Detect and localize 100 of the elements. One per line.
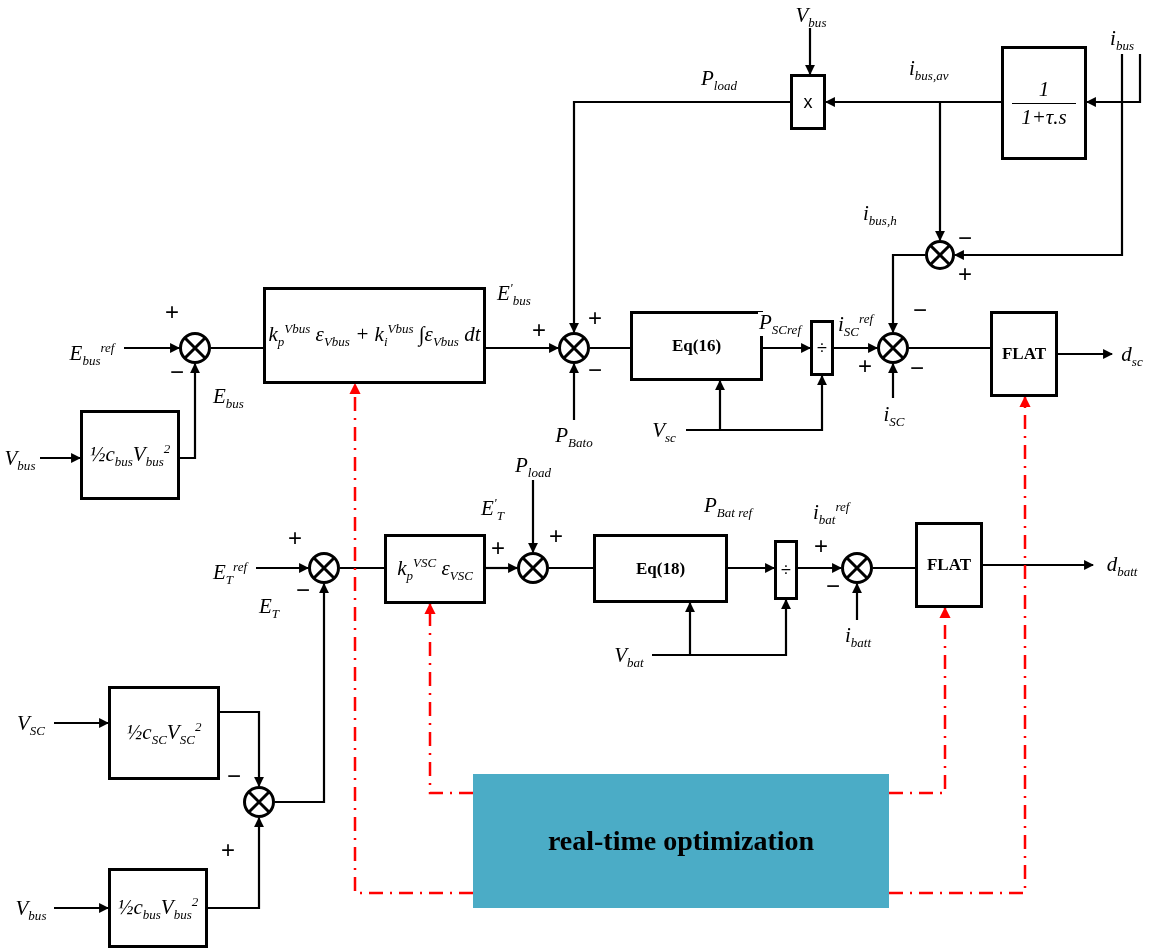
arrow [954,54,1124,260]
connector-line [340,566,384,570]
block-formula: ÷ [817,337,827,359]
transfer-block [384,534,486,604]
arrow [652,599,791,657]
arrow [1086,54,1142,107]
arrow [180,363,200,460]
arrow [728,563,775,573]
signal-name: V$_{sc}$ [642,415,686,445]
sign-label: − [296,578,310,602]
signal-name: i$_{SC}$ [874,398,914,430]
fraction-numerator: 1 [1038,78,1050,100]
signal-label: P$_{SCref}$ [758,312,802,337]
signal-name: V$_{bat}$ [606,640,652,670]
transfer-block [990,311,1058,397]
block-formula: Eq(18) [635,558,686,579]
arrow [54,718,109,728]
connector-line [590,346,630,350]
signal-label: E$_{bus}$ [212,386,245,411]
transfer-block [108,686,220,780]
arrow [888,363,898,398]
sign-label: − [588,358,602,382]
transfer-block [790,74,826,130]
sign-label: + [491,536,505,560]
arrow [349,382,473,895]
arrow [888,253,925,333]
transfer-block [263,287,486,384]
arrow [569,363,579,420]
signal-name: i$_{batt}$ [836,620,880,650]
arrow [486,563,518,573]
arrow [852,583,862,620]
arrow [935,100,1001,241]
arrow [424,602,473,795]
arrow [798,563,842,573]
sign-label: − [913,298,927,322]
sign-label: − [170,360,184,384]
summing-junction [517,552,549,584]
connector-line [549,566,593,570]
signal-name: d$_{batt}$ [1093,548,1151,580]
arrow [124,343,180,353]
signal-name: V$_{bus}$ [0,443,40,473]
block-formula: x [803,91,813,113]
arrow [889,395,1031,895]
transfer-block [80,410,180,500]
signal-name: d$_{sc}$ [1112,338,1152,370]
arrow [983,560,1094,570]
sign-label: + [549,524,563,548]
optimization-block [473,774,889,908]
signal-name: V$_{bus}$ [8,893,54,923]
fraction-denominator: 1+τ.s [1021,106,1067,128]
sign-label: + [532,318,546,342]
signal-name: P$_{Bato}$ [548,420,600,450]
summing-junction [243,786,275,818]
block-formula: k$_{p}$$^{Vbus}$ ε$_{Vbus}$ + k$_{i}$$^{Vbus}$ ∫ε$_{Vbus}$ dt [268,322,481,349]
signal-name: V$_{SC}$ [8,708,54,738]
block-formula: k$_{p}$$^{VSC}$ ε$_{VSC}$ [397,555,473,583]
sign-label: + [288,526,302,550]
sign-label: − [910,356,924,380]
arrow [805,28,815,75]
arrow [686,375,827,432]
arrow [834,343,878,353]
summing-junction [179,332,211,364]
block-formula: ÷ [781,559,791,581]
arrow [220,710,264,787]
arrow [569,100,790,333]
sign-label: − [958,226,972,250]
sign-label: + [814,534,828,558]
transfer-block [774,540,798,600]
block-formula: FLAT [1001,344,1047,364]
sign-label: + [165,300,179,324]
signal-name: P$_{load}$ [509,450,557,480]
arrow [275,583,329,804]
arrow [40,453,81,463]
summing-junction [558,332,590,364]
signal-name: V$_{bus}$ [788,2,834,28]
signal-label: P$_{Bat ref}$ [703,495,754,520]
sign-label: + [858,354,872,378]
block-formula: FLAT [926,555,972,575]
arrow [763,343,811,353]
arrow [889,606,951,795]
arrow [256,563,309,573]
sign-label: − [227,764,241,788]
transfer-block [593,534,728,603]
signal-label: P$_{load}$ [700,68,738,93]
summing-junction [925,240,955,270]
transfer-block [810,320,834,376]
transfer-block [108,868,208,948]
sign-label: + [958,262,972,286]
arrow [486,343,559,353]
block-formula: Eq(16) [671,336,722,356]
transfer-block [915,522,983,608]
sign-label: − [826,574,840,598]
signal-name: i$_{bus}$ [1100,22,1144,54]
arrow [208,817,264,910]
connector-line [873,566,915,570]
summing-junction [308,552,340,584]
arrow [528,480,538,553]
signal-label: i$_{bus,av}$ [908,58,950,83]
signal-label: i$_{bus,h}$ [862,203,898,228]
summing-junction [841,552,873,584]
